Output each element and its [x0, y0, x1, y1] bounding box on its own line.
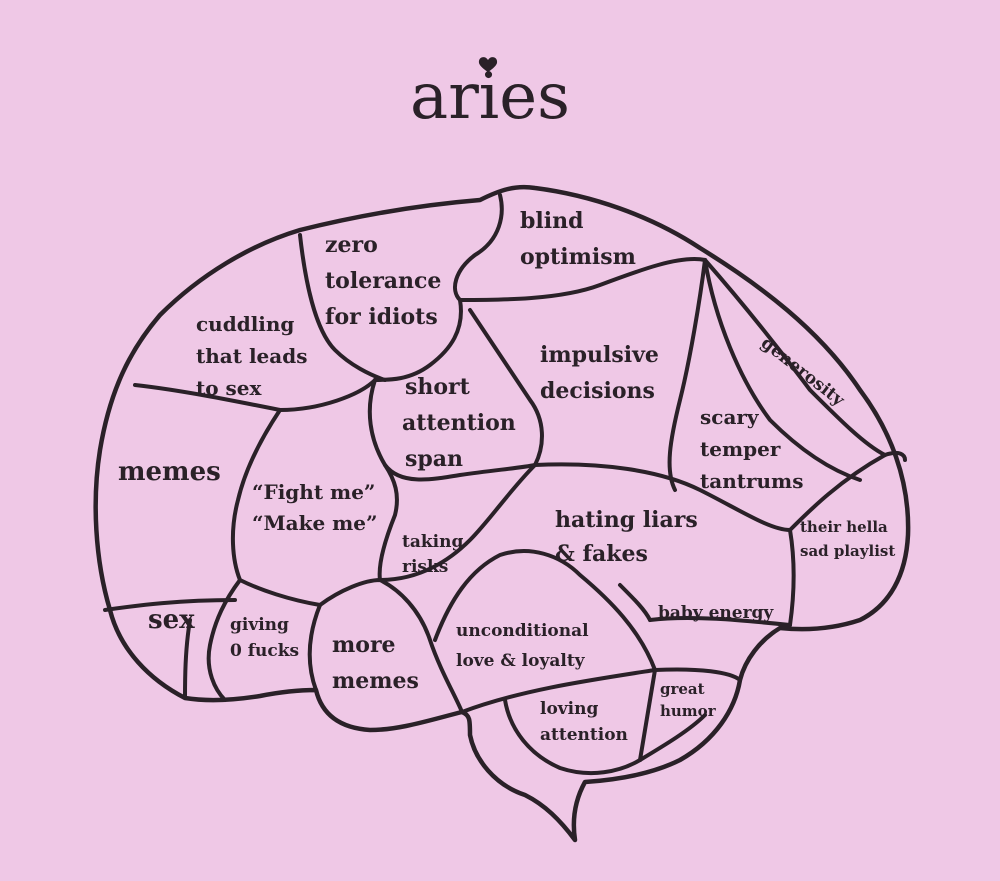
label-short-1: short [405, 374, 471, 400]
label-humor-2: humor [660, 702, 717, 720]
label-fight: “Fight me” [252, 480, 375, 504]
label-memes: memes [118, 457, 221, 487]
label-zero-2: tolerance [325, 268, 441, 294]
label-scary-3: tantrums [700, 469, 803, 493]
label-cuddling-3: to sex [196, 376, 263, 400]
label-generosity: generosity [757, 333, 849, 411]
page-title: aries [410, 60, 570, 134]
label-hating-1: hating liars [555, 507, 698, 533]
label-loving-2: attention [540, 725, 628, 745]
label-baby-energy: baby energy [658, 603, 774, 623]
label-blind-2: optimism [520, 244, 636, 270]
label-scary-1: scary [700, 405, 760, 429]
label-scary-2: temper [700, 437, 781, 461]
brain-outline [93, 184, 911, 843]
label-cuddling-2: that leads [196, 344, 307, 368]
label-more-1: more [332, 632, 396, 658]
heart-icon [478, 57, 498, 72]
label-impulsive-2: decisions [540, 378, 655, 404]
label-cuddling-1: cuddling [196, 312, 294, 336]
label-playlist-1: their hella [800, 518, 888, 536]
label-unconditional-2: love & loyalty [456, 651, 586, 671]
label-make: “Make me” [252, 511, 378, 535]
label-giving-2: 0 fucks [230, 641, 299, 661]
label-giving-1: giving [230, 615, 289, 635]
label-sex: sex [148, 605, 195, 635]
label-taking-1: taking [402, 532, 463, 552]
label-zero-3: for idiots [325, 304, 438, 330]
label-loving-1: loving [540, 699, 598, 719]
label-unconditional-1: unconditional [456, 621, 589, 641]
label-humor-1: great [660, 680, 705, 698]
label-short-2: attention [402, 410, 516, 436]
label-playlist-2: sad playlist [800, 542, 895, 560]
label-hating-2: & fakes [555, 541, 648, 567]
label-more-2: memes [332, 668, 419, 694]
label-impulsive-1: impulsive [540, 342, 659, 368]
label-short-3: span [405, 446, 463, 472]
label-blind-1: blind [520, 208, 583, 234]
label-zero-1: zero [325, 232, 378, 258]
label-taking-2: risks [402, 557, 448, 577]
